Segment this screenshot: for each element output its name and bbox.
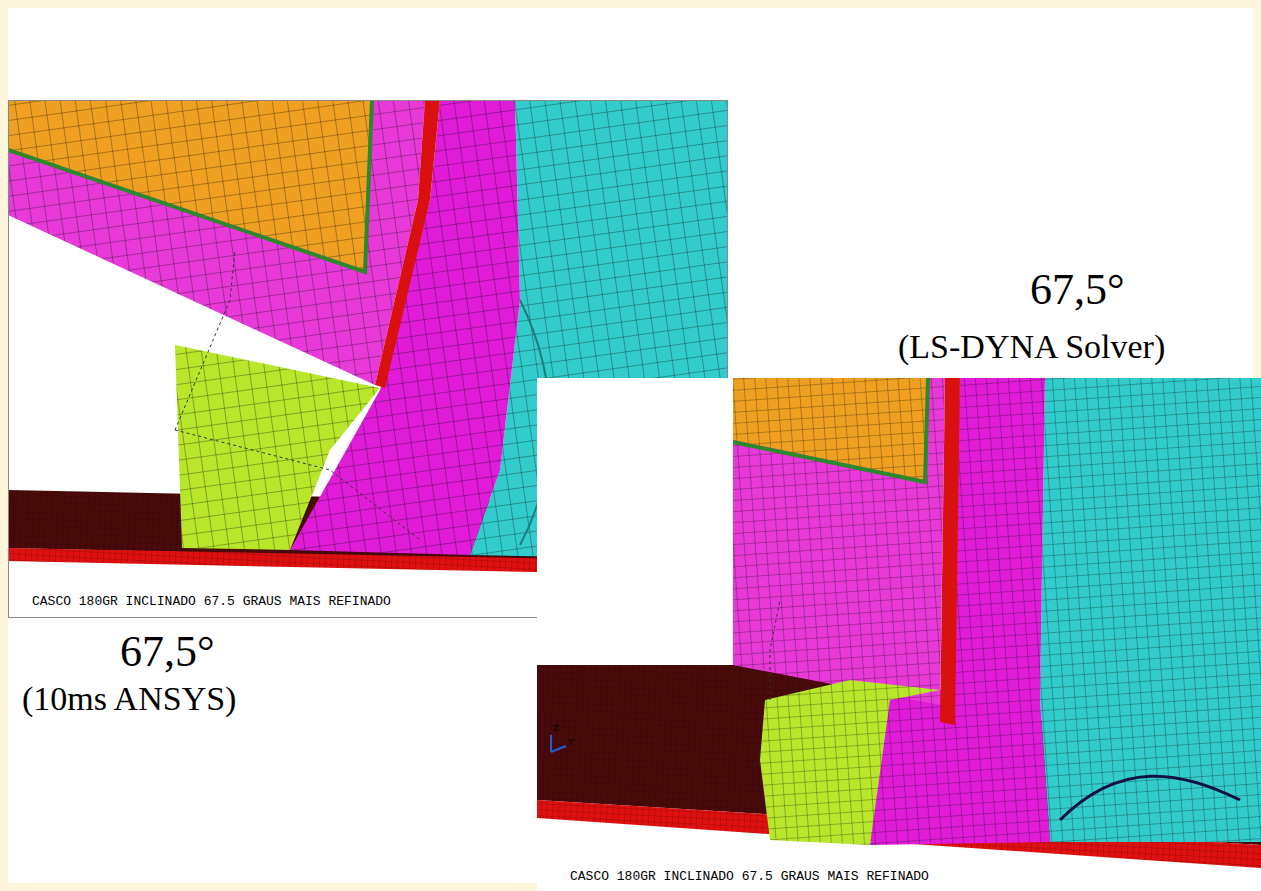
solver-label: (10ms ANSYS)	[22, 682, 236, 716]
plot-caption: CASCO 180GR INCLINADO 67.5 GRAUS MAIS RE…	[568, 870, 931, 883]
solver-label: (LS-DYNA Solver)	[898, 330, 1165, 364]
angle-label: 67,5°	[120, 630, 215, 674]
plot-caption: CASCO 180GR INCLINADO 67.5 GRAUS MAIS RE…	[30, 595, 393, 608]
axis-label: Y	[568, 738, 574, 747]
ls-dyna-panel	[537, 378, 1261, 891]
axis-label: Z	[553, 724, 559, 733]
angle-label: 67,5°	[1030, 268, 1125, 312]
